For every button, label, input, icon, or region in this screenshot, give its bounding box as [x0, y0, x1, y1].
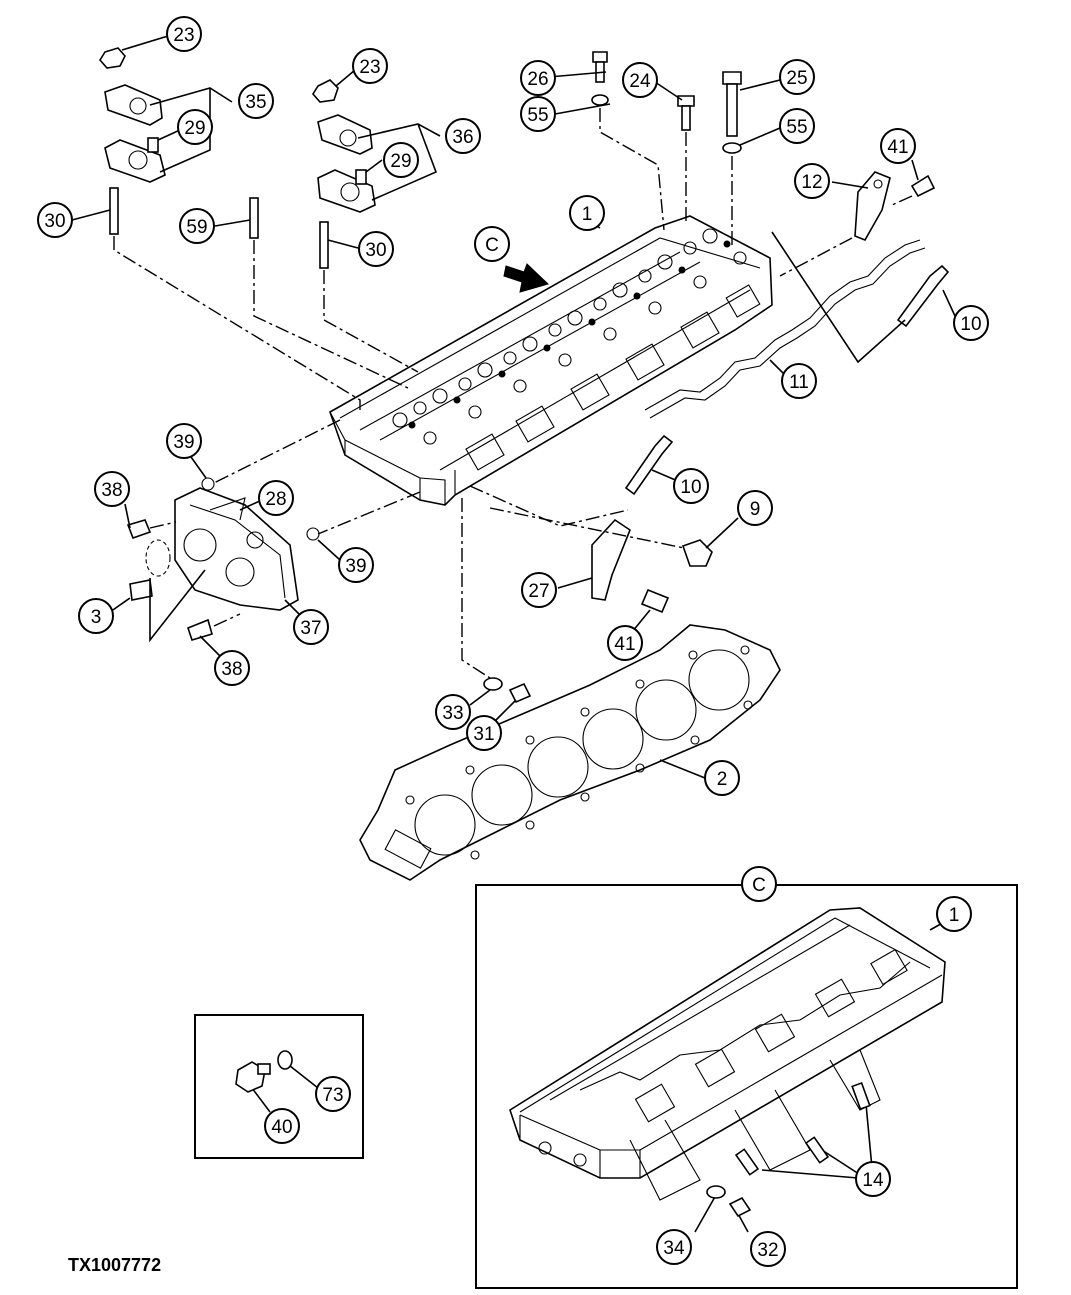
head-gasket — [359, 624, 781, 881]
svg-text:C: C — [485, 235, 499, 256]
callout-1: 1 — [936, 896, 972, 932]
svg-text:27: 27 — [528, 581, 549, 602]
callout-35: 35 — [238, 83, 274, 119]
callout-10: 10 — [953, 305, 989, 341]
svg-text:23: 23 — [173, 25, 194, 46]
callout-23: 23 — [352, 48, 388, 84]
svg-text:3: 3 — [91, 607, 102, 628]
svg-text:10: 10 — [960, 314, 981, 335]
svg-text:12: 12 — [801, 172, 822, 193]
callout-39: 39 — [166, 423, 202, 459]
detail-c-cylinder-head — [509, 907, 946, 1201]
svg-text:41: 41 — [887, 137, 908, 158]
svg-text:24: 24 — [629, 71, 651, 92]
svg-text:26: 26 — [527, 69, 548, 90]
svg-text:36: 36 — [452, 127, 473, 148]
svg-text:1: 1 — [949, 905, 960, 926]
svg-text:41: 41 — [614, 634, 635, 655]
svg-text:33: 33 — [442, 703, 463, 724]
figure-id: TX1007772 — [68, 1255, 161, 1275]
callout-24: 24 — [622, 62, 658, 98]
svg-text:30: 30 — [365, 240, 386, 261]
cylinder-head — [329, 215, 773, 506]
callout-29: 29 — [177, 109, 213, 145]
callout-38: 38 — [94, 471, 130, 507]
svg-text:29: 29 — [184, 118, 205, 139]
svg-text:28: 28 — [265, 489, 286, 510]
callout-31: 31 — [466, 715, 502, 751]
svg-text:40: 40 — [271, 1117, 292, 1138]
svg-text:34: 34 — [663, 1238, 685, 1259]
svg-text:1: 1 — [582, 204, 593, 225]
callout-55: 55 — [520, 96, 556, 132]
callout-1: 1 — [569, 195, 605, 231]
callout-23: 23 — [166, 16, 202, 52]
callout-3: 3 — [78, 598, 114, 634]
svg-text:11: 11 — [789, 372, 809, 393]
callout-12: 12 — [794, 163, 830, 199]
callout-c: C — [474, 226, 510, 262]
inset-frame — [194, 1014, 364, 1159]
callout-27: 27 — [521, 572, 557, 608]
svg-text:31: 31 — [473, 724, 494, 745]
callout-30: 30 — [37, 202, 73, 238]
callout-10: 10 — [673, 468, 709, 504]
svg-text:59: 59 — [186, 217, 207, 238]
view-arrow — [503, 263, 549, 293]
callout-9: 9 — [737, 490, 773, 526]
svg-text:10: 10 — [680, 477, 701, 498]
svg-text:39: 39 — [345, 556, 366, 577]
callout-73: 73 — [315, 1076, 351, 1112]
callout-c: C — [741, 866, 777, 902]
svg-text:73: 73 — [322, 1085, 343, 1106]
svg-text:38: 38 — [221, 659, 242, 680]
callout-41: 41 — [880, 128, 916, 164]
svg-text:14: 14 — [862, 1170, 884, 1191]
callout-25: 25 — [779, 59, 815, 95]
svg-text:23: 23 — [359, 57, 380, 78]
callout-32: 32 — [750, 1231, 786, 1267]
svg-text:55: 55 — [786, 117, 807, 138]
svg-text:29: 29 — [390, 151, 411, 172]
callout-55: 55 — [779, 108, 815, 144]
callout-59: 59 — [179, 208, 215, 244]
svg-text:30: 30 — [44, 211, 65, 232]
svg-text:35: 35 — [245, 92, 266, 113]
callout-33: 33 — [435, 694, 471, 730]
callout-40: 40 — [264, 1108, 300, 1144]
detail-c-studs — [706, 1081, 871, 1218]
svg-text:9: 9 — [750, 499, 761, 520]
svg-text:C: C — [752, 875, 766, 896]
callout-28: 28 — [258, 480, 294, 516]
inset-fitting — [235, 1050, 293, 1093]
front-cover-housing — [145, 487, 299, 611]
callout-11: 11 — [781, 363, 817, 399]
svg-text:37: 37 — [300, 618, 321, 639]
callout-34: 34 — [656, 1229, 692, 1265]
svg-text:25: 25 — [786, 68, 807, 89]
callout-30: 30 — [358, 231, 394, 267]
callout-38: 38 — [214, 650, 250, 686]
callout-14: 14 — [855, 1161, 891, 1197]
svg-text:55: 55 — [527, 105, 548, 126]
svg-text:2: 2 — [717, 769, 728, 790]
svg-text:38: 38 — [101, 480, 122, 501]
fasteners — [99, 47, 950, 704]
callout-39: 39 — [338, 547, 374, 583]
svg-text:32: 32 — [757, 1240, 778, 1261]
assembly-dash-lines — [113, 108, 913, 679]
svg-text:39: 39 — [173, 432, 194, 453]
callout-41: 41 — [607, 625, 643, 661]
callout-26: 26 — [520, 60, 556, 96]
callout-37: 37 — [293, 609, 329, 645]
callout-36: 36 — [445, 118, 481, 154]
callout-29: 29 — [383, 142, 419, 178]
callout-2: 2 — [704, 760, 740, 796]
